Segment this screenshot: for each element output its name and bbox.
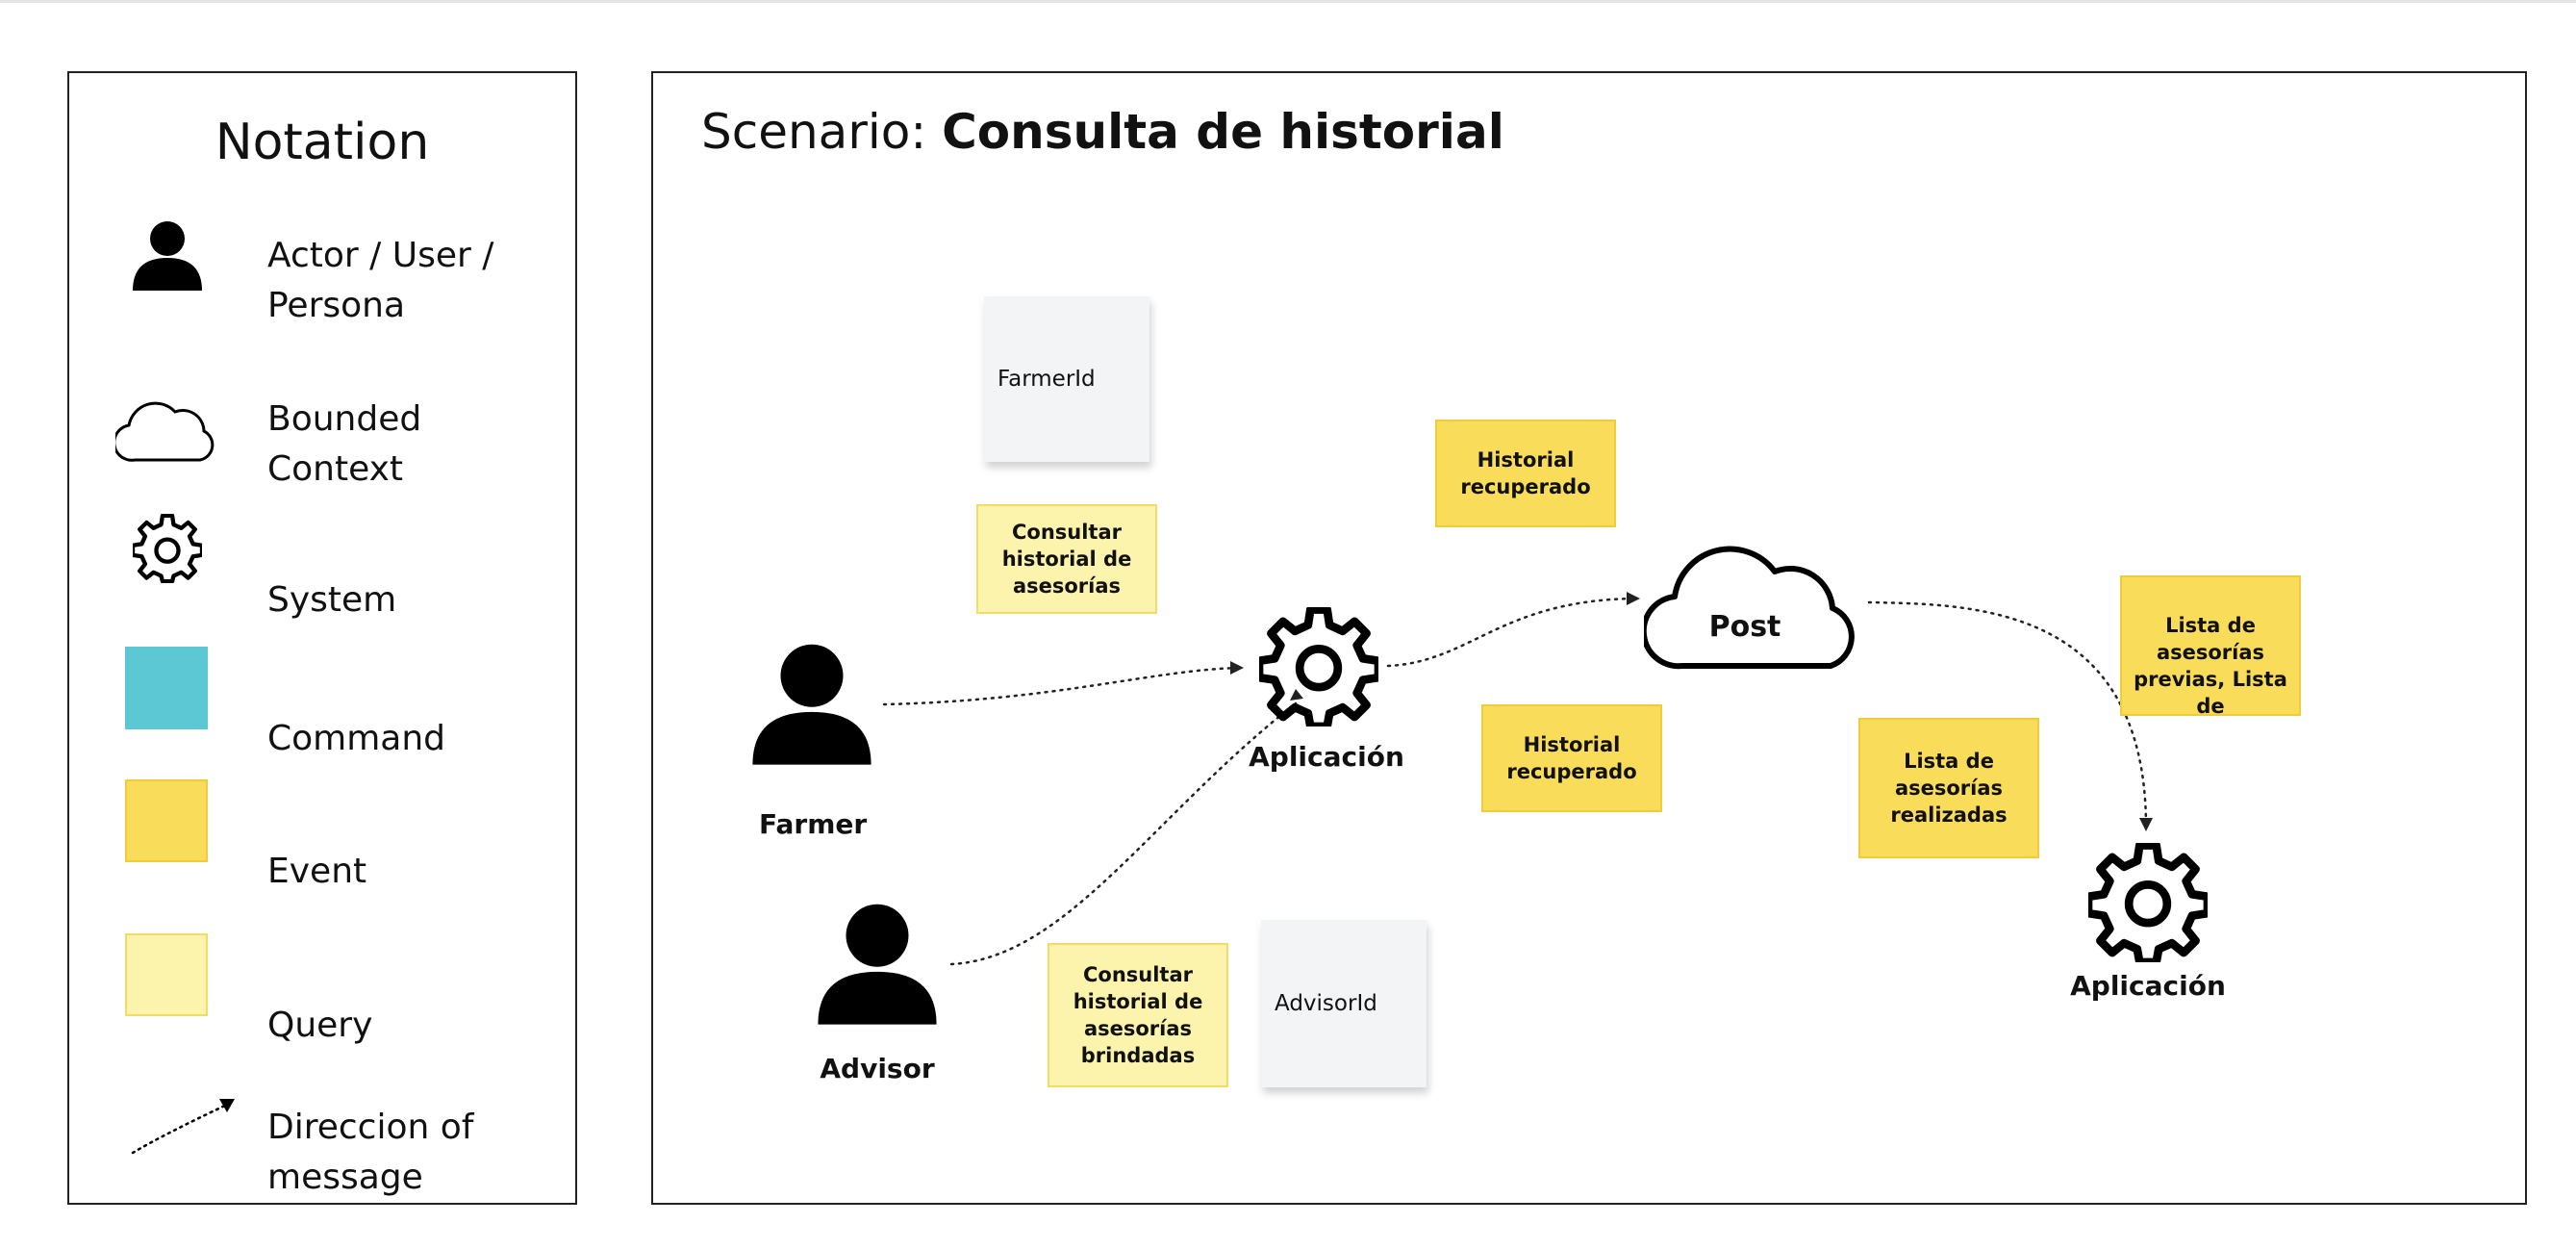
note-event-lista-previas: Lista de asesorías previas, Lista de pub… (2120, 575, 2301, 716)
person-icon (133, 221, 202, 291)
note-event-historial-top: Historial recuperado (1435, 420, 1616, 527)
flow-advisor-to-app (949, 701, 1298, 966)
actor-label-advisor: Advisor (820, 1053, 935, 1084)
flow-app-to-post (1386, 597, 1636, 668)
legend-label-system: System (267, 580, 397, 620)
bounded-context-cloud-icon (1644, 546, 1855, 670)
legend-label-command: Command (267, 719, 446, 758)
scenario-title-name: Consulta de historial (942, 104, 1504, 160)
legend-label-direction: Direccion of message (267, 1108, 474, 1197)
arrowhead-app-secondary (2139, 818, 2153, 831)
query-swatch (125, 933, 208, 1016)
arrowhead-app-advisor (1290, 689, 1303, 701)
flow-post-to-app (1867, 600, 2148, 826)
system-label-app-secondary: Aplicación (2070, 970, 2226, 1002)
note-event-lista-realizadas: Lista de asesorías realizadas (1858, 718, 2039, 858)
event-swatch (125, 779, 208, 862)
dotted-arrow-icon (131, 1099, 235, 1155)
message-flows (882, 592, 2153, 966)
note-query-advisor: Consultar historial de asesorías brindad… (1048, 943, 1228, 1087)
note-advisor-id: AdvisorId (1261, 920, 1427, 1087)
advisor-person-icon (818, 904, 937, 1025)
note-query-farmer: Consultar historial de asesorías (976, 504, 1157, 614)
scenario-panel: Scenario: Consulta de historial Farmer A… (651, 71, 2527, 1205)
system-label-app-main: Aplicación (1249, 741, 1404, 773)
actor-label-farmer: Farmer (759, 808, 868, 840)
note-event-historial-bottom: Historial recuperado (1481, 704, 1662, 812)
legend-label-query: Query (267, 1006, 373, 1045)
context-label-post: Post (1708, 610, 1781, 644)
note-farmer-id: FarmerId (984, 296, 1149, 462)
legend-title: Notation (215, 114, 430, 171)
cloud-icon (115, 401, 215, 462)
flow-farmer-to-app (882, 666, 1242, 706)
command-swatch (125, 647, 208, 729)
farmer-person-icon (752, 644, 871, 765)
scenario-title-prefix: Scenario: (701, 104, 943, 160)
scenario-title: Scenario: Consulta de historial (701, 104, 1504, 160)
system-gear-icon-secondary (2088, 843, 2208, 962)
top-border-line (0, 0, 2576, 3)
system-gear-icon-main (1259, 607, 1378, 726)
gear-icon (133, 514, 202, 583)
legend-label-actor: Actor / User / Persona (267, 236, 494, 325)
legend-label-context: Bounded Context (267, 399, 422, 489)
arrowhead-post (1627, 592, 1640, 605)
arrowhead-app (1230, 661, 1244, 675)
notation-legend: Notation Actor / User / Persona Bounded … (67, 71, 577, 1205)
legend-label-event: Event (267, 852, 367, 891)
